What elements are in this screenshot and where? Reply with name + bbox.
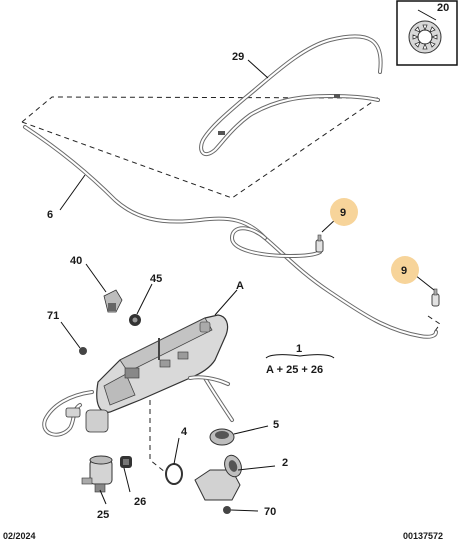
hose-6 xyxy=(23,125,438,339)
dashed-reference-lines xyxy=(21,96,441,339)
callout-9-b: 9 xyxy=(401,265,407,277)
washer-reservoir-A xyxy=(42,314,234,437)
callout-9-a: 9 xyxy=(340,207,346,219)
footer-date: 02/2024 xyxy=(3,531,36,541)
callout-1: 1 xyxy=(296,343,302,355)
callout-A: A xyxy=(236,280,244,292)
nozzle-9-b xyxy=(431,288,440,307)
filler-cap-5 xyxy=(209,428,235,446)
callout-6: 6 xyxy=(47,209,53,221)
pump-seal-26 xyxy=(120,456,132,468)
callout-45: 45 xyxy=(150,273,162,285)
grommet-45 xyxy=(129,314,141,326)
callout-70: 70 xyxy=(264,506,276,518)
callout-4: 4 xyxy=(181,426,188,438)
callout-29: 29 xyxy=(232,51,244,63)
callout-25: 25 xyxy=(97,509,109,521)
callout-71: 71 xyxy=(47,310,59,322)
inset-box-20 xyxy=(396,0,458,66)
callout-26: 26 xyxy=(134,496,146,508)
screw-70 xyxy=(223,506,231,514)
highlight-marker-9-a xyxy=(330,198,358,226)
kit-formula: A + 25 + 26 xyxy=(266,364,323,376)
callout-40: 40 xyxy=(70,255,82,267)
washer-pump-25 xyxy=(81,455,113,493)
hose-29 xyxy=(199,34,383,157)
o-ring-4 xyxy=(165,463,183,485)
callout-20: 20 xyxy=(437,2,449,14)
highlight-marker-9-b xyxy=(391,256,419,284)
footer-reference: 00137572 xyxy=(403,531,443,541)
clip-71 xyxy=(79,347,87,355)
filler-neck-2 xyxy=(194,454,242,501)
nozzle-9-a xyxy=(315,234,324,253)
leader-lines xyxy=(59,9,437,512)
kit-bracket-1 xyxy=(265,354,335,359)
star-washer-20 xyxy=(408,20,442,54)
level-sensor-40 xyxy=(103,289,123,313)
callout-2: 2 xyxy=(282,457,288,469)
callout-5: 5 xyxy=(273,419,279,431)
